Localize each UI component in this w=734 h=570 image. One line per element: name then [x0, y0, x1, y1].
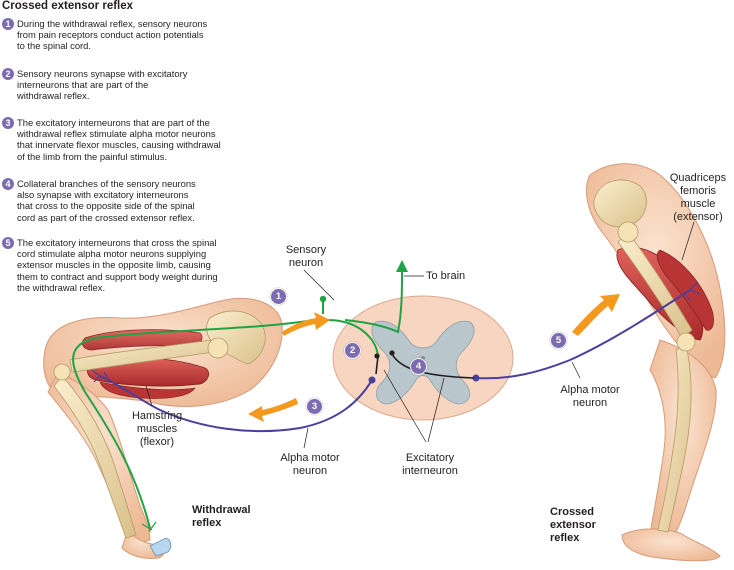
excitatory-leader-b — [427, 377, 445, 443]
withdrawal-reflex-label: Withdrawal reflex — [192, 504, 251, 529]
badge-3: 3 — [306, 398, 323, 415]
step-text: The excitatory interneurons that are par… — [17, 117, 221, 162]
alpha-motor-neuron-right-label: Alpha motor neuron — [560, 384, 620, 409]
right-motor-soma — [472, 374, 480, 382]
right-alpha-motor-neuron — [475, 289, 691, 380]
interneuron-left — [375, 355, 379, 375]
to-brain-arrowhead — [396, 260, 408, 272]
right-motor-endplate — [683, 281, 701, 301]
badge-5: 5 — [550, 332, 567, 349]
left-pelvis — [206, 310, 266, 365]
step-2: 2 Sensory neurons synapse with excitator… — [2, 68, 292, 102]
crossed-extensor-reflex-label: Crossed extensor reflex — [550, 506, 596, 544]
right-femoral-head — [617, 221, 639, 243]
spinal-cord-section — [332, 295, 514, 421]
badge-1: 1 — [270, 288, 287, 305]
alpha-right-leader — [571, 361, 581, 379]
step-number: 1 — [2, 18, 14, 30]
figure-title: Crossed extensor reflex — [2, 0, 134, 12]
left-tibia — [53, 375, 137, 539]
sensory-neuron-label: Sensory neuron — [285, 244, 327, 269]
step-5: 5 The excitatory interneurons that cross… — [2, 237, 292, 293]
hamstring-leader — [145, 385, 153, 407]
step-text: The excitatory interneurons that cross t… — [17, 237, 218, 293]
to-brain-label: To brain — [426, 270, 466, 282]
step-3: 3 The excitatory interneurons that are p… — [2, 117, 292, 162]
interneuron-left-soma — [374, 353, 380, 359]
right-tibia — [657, 344, 692, 533]
left-motor-soma — [368, 376, 376, 384]
quadriceps-muscle-lateral — [656, 249, 714, 331]
left-knee-joint — [53, 363, 71, 381]
left-alpha-motor-neuron — [99, 375, 373, 433]
sensory-ganglion — [319, 295, 327, 303]
left-motor-endplate — [91, 369, 109, 383]
flexion-arrow-up — [282, 312, 330, 336]
excitatory-interneuron-label: Excitatory interneuron — [402, 452, 458, 477]
alpha-left-leader — [303, 427, 309, 449]
pain-stimulus — [149, 537, 172, 557]
right-pelvis — [593, 179, 647, 228]
sensory-leader — [303, 269, 335, 301]
withdrawal-arrow — [248, 398, 298, 422]
step-text: Collateral branches of the sensory neuro… — [17, 178, 196, 223]
step-text: During the withdrawal reflex, sensory ne… — [17, 18, 208, 52]
extension-arrow — [572, 294, 620, 336]
right-leg — [585, 163, 726, 562]
hamstring-label: Hamstring muscles (flexor) — [131, 410, 183, 448]
step-1: 1 During the withdrawal reflex, sensory … — [2, 18, 292, 52]
left-femoral-head — [207, 337, 229, 359]
alpha-motor-neuron-left-label: Alpha motor neuron — [280, 452, 340, 477]
interneuron-crossing-soma — [389, 350, 395, 356]
step-text: Sensory neurons synapse with excitatory … — [17, 68, 188, 102]
quadriceps-leader — [681, 221, 695, 261]
right-knee-joint — [676, 332, 696, 352]
left-nerve-ending — [141, 519, 157, 533]
quadriceps-label: Quadriceps femoris muscle (extensor) — [669, 172, 727, 223]
badge-4: 4 — [410, 358, 427, 375]
step-number: 2 — [2, 68, 14, 80]
right-foot-skin — [621, 528, 721, 562]
sensory-neuron-path — [72, 318, 379, 529]
step-4: 4 Collateral branches of the sensory neu… — [2, 178, 292, 223]
step-number: 3 — [2, 117, 14, 129]
step-number: 5 — [2, 237, 14, 249]
left-leg — [43, 297, 283, 559]
sensory-neuron-collateral — [344, 269, 403, 334]
step-number: 4 — [2, 178, 14, 190]
excitatory-leader-a — [383, 369, 427, 443]
badge-2: 2 — [344, 342, 361, 359]
